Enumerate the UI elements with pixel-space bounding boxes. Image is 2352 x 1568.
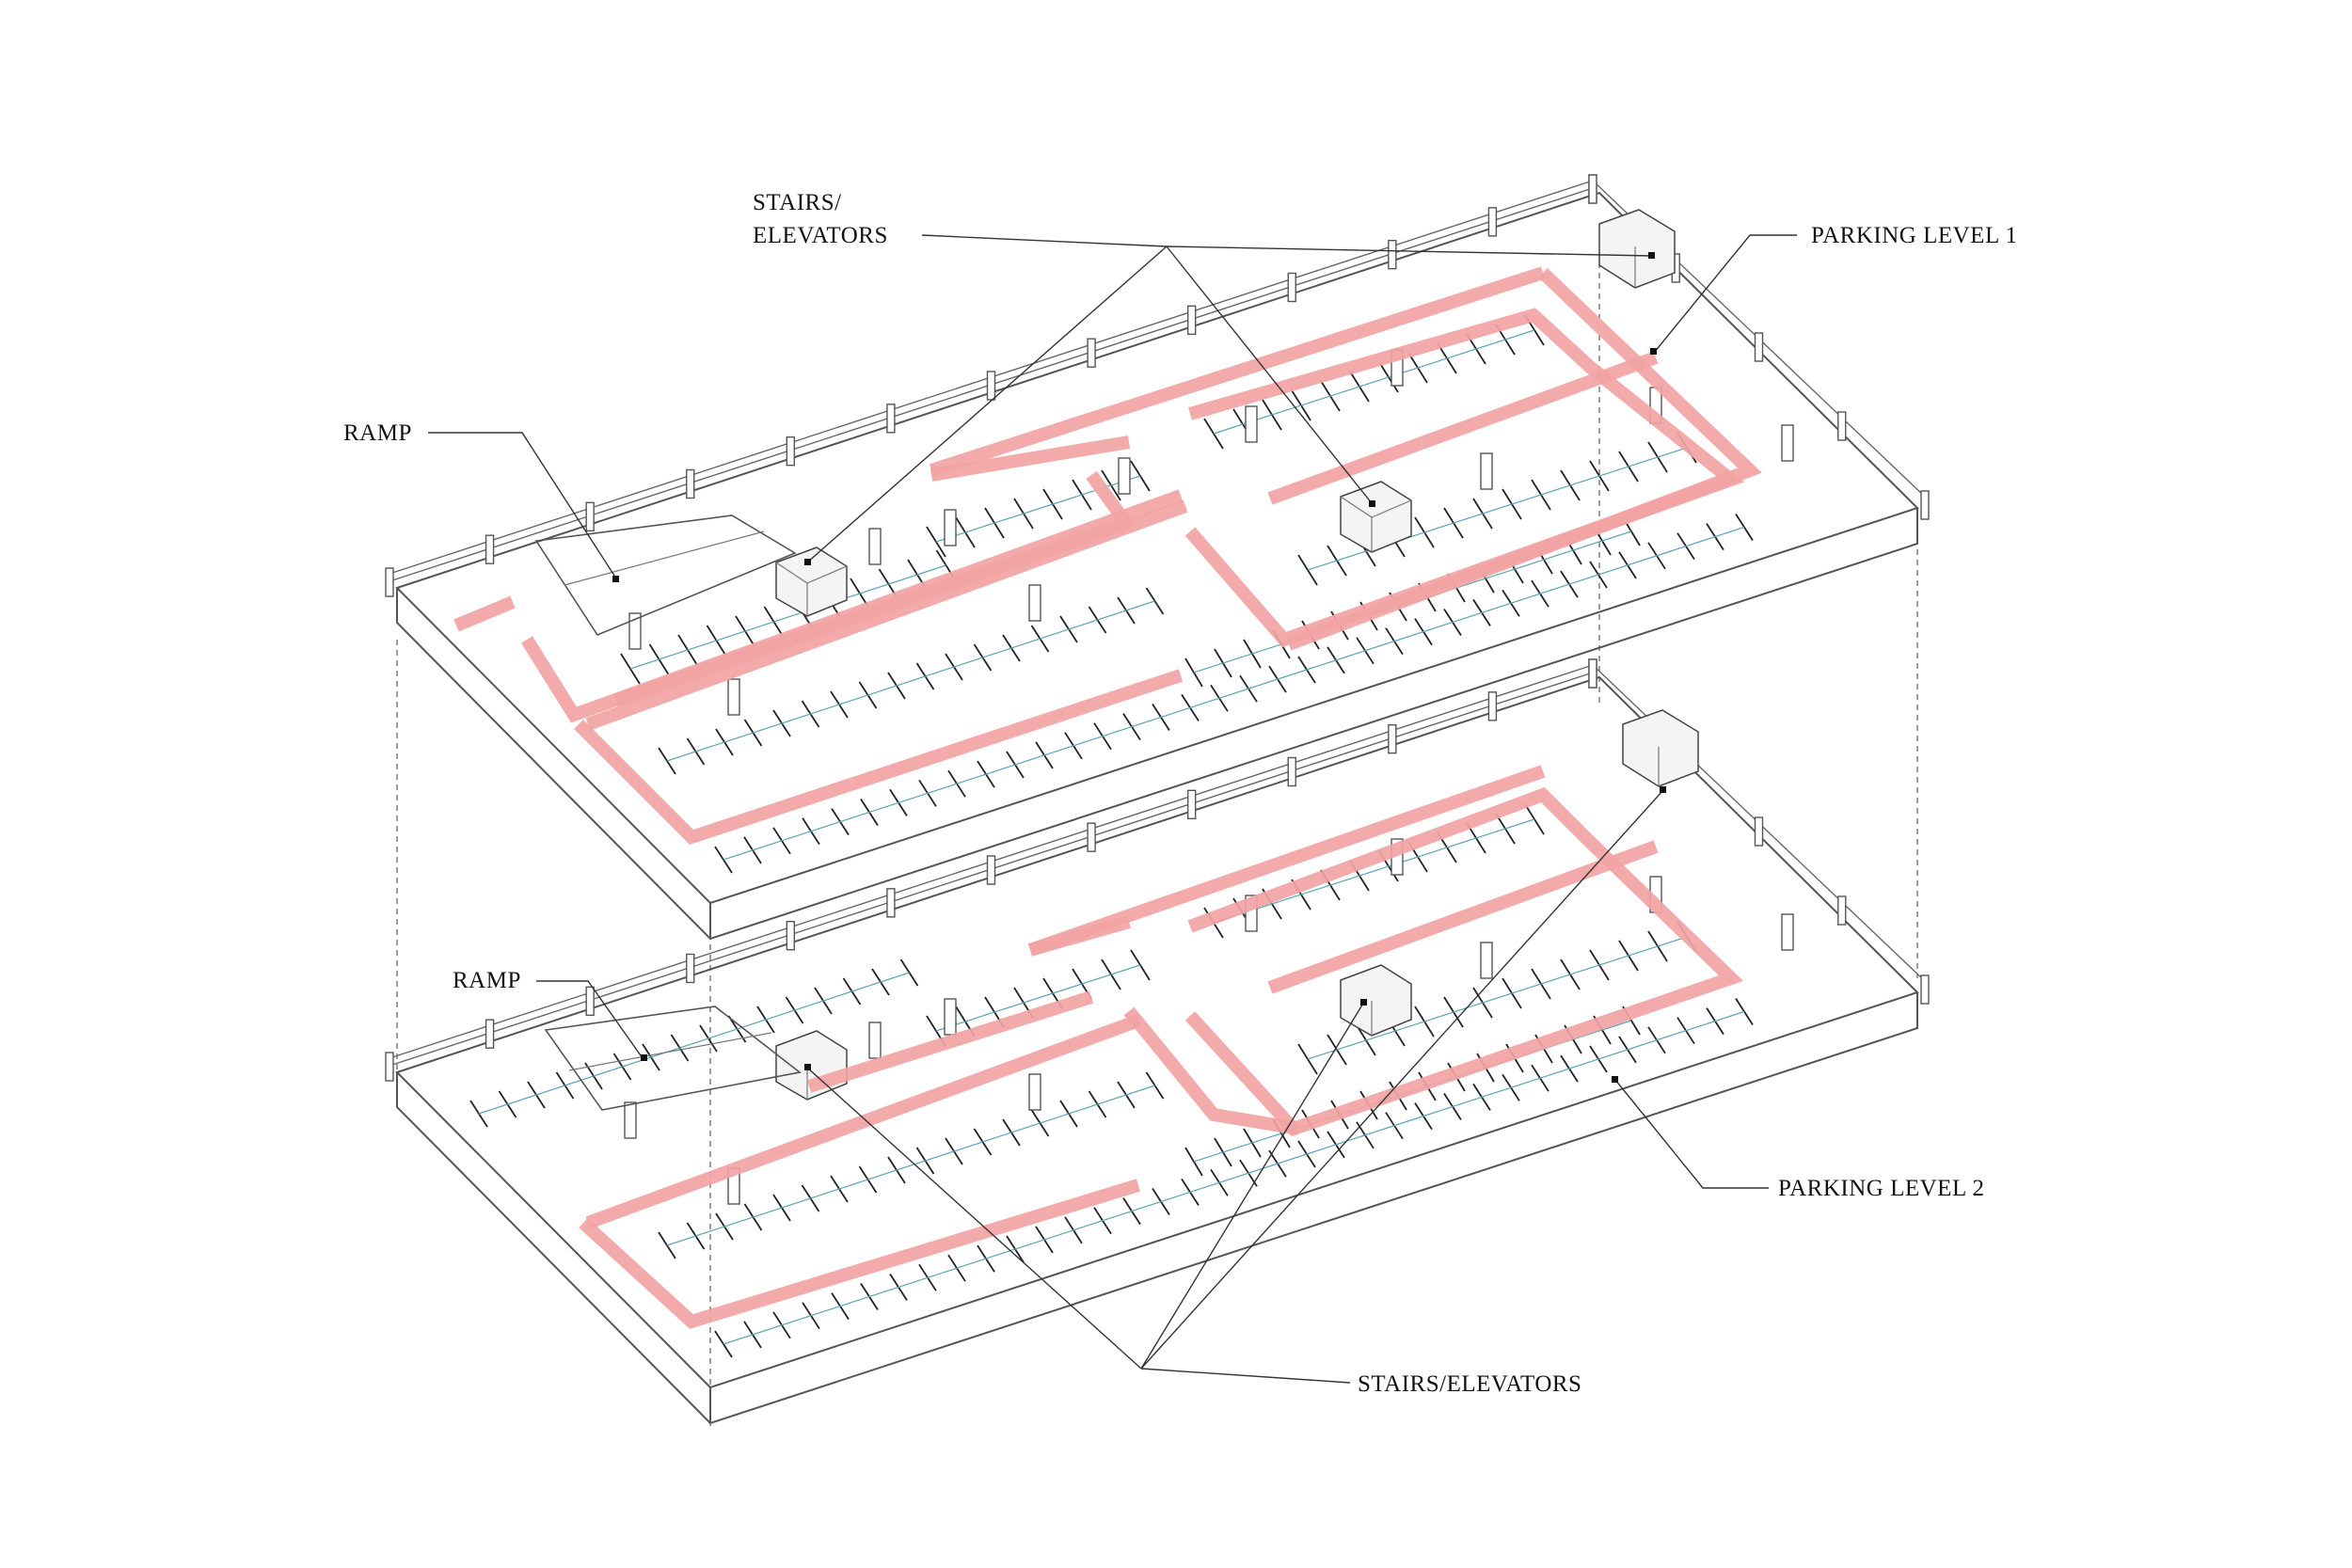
rail-post xyxy=(1588,658,1597,689)
rail-post xyxy=(1588,174,1597,204)
traffic-l1-top-aisle xyxy=(929,266,1546,477)
traffic-l1-middle-aisle xyxy=(613,470,1135,707)
stall-stripe xyxy=(478,972,910,1115)
stair-elevator-core-l1-left xyxy=(775,546,848,617)
rail-post xyxy=(1186,789,1197,820)
rail-post xyxy=(1388,723,1397,754)
label-ramp-bottom: RAMP xyxy=(453,968,521,993)
label-ramp-top: RAMP xyxy=(343,420,412,446)
stair-elevator-core-l1-middle xyxy=(1340,481,1412,553)
column xyxy=(1781,913,1794,951)
traffic-l2-mid-aisle xyxy=(806,990,1094,1093)
traffic-flow-arrows xyxy=(453,266,1762,1329)
stall-stripe xyxy=(723,1010,1745,1345)
rail-post xyxy=(886,888,896,918)
stall-stripe xyxy=(723,526,1745,861)
rail-post xyxy=(1186,305,1197,336)
rail-post xyxy=(1837,895,1847,926)
label-parking-level-1: PARKING LEVEL 1 xyxy=(1811,223,2018,248)
traffic-l1-outer-top xyxy=(1286,267,1762,651)
column xyxy=(868,1022,882,1059)
rail-post xyxy=(1754,816,1764,847)
rail-post xyxy=(385,567,394,597)
stall-stripe xyxy=(666,1085,1155,1246)
traffic-l2-left-aisle xyxy=(585,1014,1141,1229)
stall-stripe xyxy=(1307,936,1688,1060)
rail-post xyxy=(1754,332,1764,362)
traffic-l1-ring xyxy=(574,669,1184,846)
stair-elevator-core-l1-right xyxy=(1598,209,1676,289)
rail-post xyxy=(786,920,796,951)
stall-stripe xyxy=(1213,329,1535,435)
traffic-l2-right-loop xyxy=(1184,786,1744,1137)
traffic-l2-inner-right xyxy=(1267,840,1659,994)
traffic-l1-upper-aisle xyxy=(930,436,1131,482)
rail-post xyxy=(986,855,996,885)
rail-post xyxy=(585,986,595,1017)
column xyxy=(944,998,957,1036)
traffic-l2-top-aisle xyxy=(1027,765,1546,957)
label-stairs-bottom: STAIRS/ELEVATORS xyxy=(1358,1371,1581,1397)
traffic-l2-lower-loop xyxy=(579,1179,1141,1329)
stall-stripe xyxy=(935,964,1141,1032)
rail-post xyxy=(786,436,796,467)
rail-post xyxy=(686,468,695,499)
rail-post xyxy=(1487,691,1498,721)
rail-post xyxy=(686,953,695,984)
stair-elevator-core-l2-right xyxy=(1622,709,1699,787)
rail-post xyxy=(485,534,495,564)
rail-post xyxy=(886,404,896,434)
rail-post xyxy=(1388,239,1397,270)
leader-lines xyxy=(428,234,1797,1384)
rail-post xyxy=(485,1019,495,1049)
column xyxy=(624,1101,637,1139)
rail-post xyxy=(1087,822,1096,852)
ramp-l1 xyxy=(534,515,797,636)
ramp-l2 xyxy=(544,1006,802,1111)
stair-elevator-core-l2-middle xyxy=(1340,964,1412,1037)
column xyxy=(727,678,740,716)
leader-dots xyxy=(612,252,1666,1083)
column xyxy=(1028,584,1041,622)
column xyxy=(628,612,642,650)
column xyxy=(1245,405,1258,443)
rail-post xyxy=(1920,974,1930,1005)
label-parking-level-2: PARKING LEVEL 2 xyxy=(1778,1176,1985,1201)
label-stairs-top-line1: STAIRS/ xyxy=(753,190,842,215)
rail-post xyxy=(1087,338,1096,368)
rail-post xyxy=(1487,207,1498,237)
column xyxy=(1781,424,1794,462)
stall-stripe xyxy=(666,600,1155,762)
rail-posts-l2 xyxy=(385,658,1930,1082)
traffic-l2-vert xyxy=(1123,1006,1300,1135)
stall-stripe xyxy=(1213,818,1535,924)
label-stairs-top-line2: ELEVATORS xyxy=(753,223,888,248)
rail-post xyxy=(385,1052,394,1082)
traffic-l1-right-loop xyxy=(1184,308,1745,648)
rail-post xyxy=(585,501,595,532)
rail-post xyxy=(986,371,996,401)
column xyxy=(1480,942,1493,979)
column xyxy=(944,509,957,546)
rail-post xyxy=(1837,411,1847,441)
rail-post xyxy=(1287,756,1296,787)
traffic-l1-inner-right xyxy=(1267,351,1659,505)
stall-stripe xyxy=(629,564,946,670)
parking-level-2-slab xyxy=(385,658,1930,1425)
column xyxy=(1118,457,1131,495)
column xyxy=(1480,452,1493,490)
rail-posts-l1 xyxy=(385,174,1930,597)
column xyxy=(868,528,882,565)
column xyxy=(1028,1073,1041,1111)
rail-post xyxy=(1920,490,1930,520)
rail-post xyxy=(1287,272,1296,303)
parking-level-1-slab xyxy=(385,174,1930,941)
